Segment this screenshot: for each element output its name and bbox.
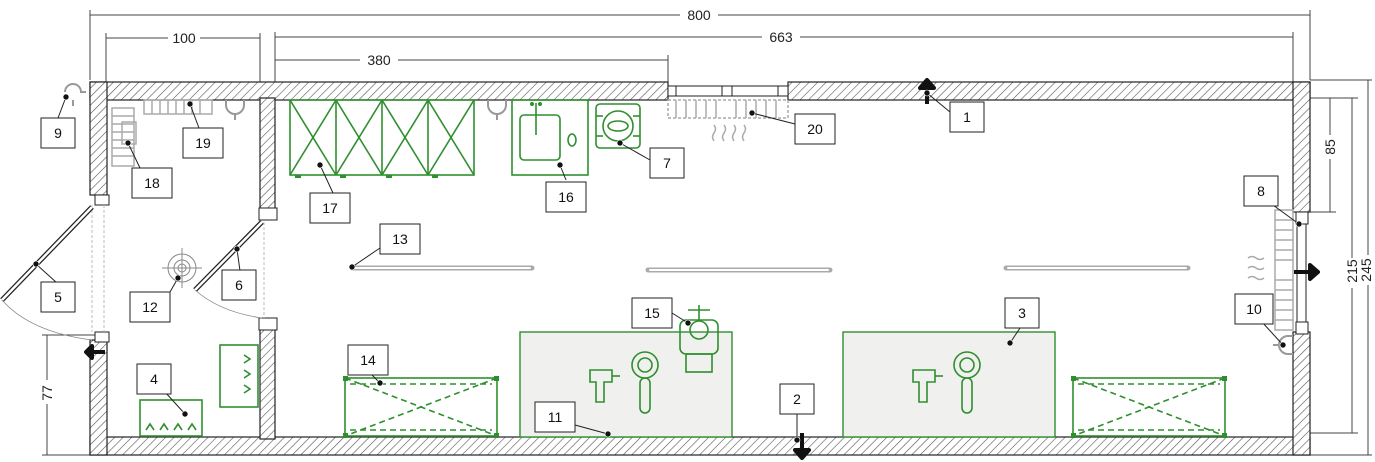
callout-dots xyxy=(32,89,1303,444)
callout-label-7: 7 xyxy=(649,147,685,179)
callout-number: 17 xyxy=(322,200,338,216)
callout-number: 20 xyxy=(807,121,823,137)
callout-number: 16 xyxy=(558,189,574,205)
dim-partition-span: 380 xyxy=(367,52,391,68)
callout-label-15: 15 xyxy=(631,297,673,329)
callout-number: 6 xyxy=(235,277,243,293)
vise-icon xyxy=(679,305,719,373)
drill-icon xyxy=(589,351,981,414)
vestibule-bench xyxy=(139,399,203,437)
dim-right-inner: 215 xyxy=(1344,259,1360,283)
callout-number: 18 xyxy=(144,175,160,191)
callout-label-11: 11 xyxy=(534,401,576,433)
callout-number: 15 xyxy=(644,305,660,321)
callout-number: 4 xyxy=(150,371,158,387)
callout-label-14: 14 xyxy=(347,344,389,376)
callout-label-19: 19 xyxy=(182,127,224,159)
callout-number: 2 xyxy=(793,391,801,407)
dim-inner-length: 663 xyxy=(769,29,793,45)
callout-label-18: 18 xyxy=(131,167,173,199)
callout-number: 5 xyxy=(54,289,62,305)
callout-number: 12 xyxy=(142,299,158,315)
dim-total-length: 800 xyxy=(687,7,711,23)
sink-icon xyxy=(511,99,589,176)
callout-label-1: 1 xyxy=(949,101,985,133)
callout-number: 11 xyxy=(548,409,563,425)
workbench-right xyxy=(842,331,1056,438)
dim-right-outer: 245 xyxy=(1358,258,1374,282)
callout-label-3: 3 xyxy=(1004,297,1040,329)
dimension-lines: 800 100 663 380 85 215 24 xyxy=(38,6,1375,456)
callout-label-20: 20 xyxy=(794,113,836,145)
callout-label-10: 10 xyxy=(1234,293,1274,325)
callout-number: 9 xyxy=(54,125,62,141)
callout-label-5: 5 xyxy=(40,281,76,313)
callout-number: 7 xyxy=(663,155,671,171)
callout-label-17: 17 xyxy=(309,192,351,224)
dim-right-upper: 85 xyxy=(1322,139,1338,155)
stove-icon xyxy=(595,103,641,149)
heater-icon xyxy=(111,99,1294,331)
window-top xyxy=(667,85,789,97)
door-5 xyxy=(0,205,94,341)
callout-number: 8 xyxy=(1257,183,1265,199)
dim-left-lower: 77 xyxy=(39,385,55,401)
dim-vestibule-width: 100 xyxy=(172,30,196,46)
callout-leaders xyxy=(35,92,1300,440)
vestibule-shelf xyxy=(219,344,259,408)
callout-label-2: 2 xyxy=(779,383,815,415)
callout-number: 3 xyxy=(1018,305,1026,321)
door-6 xyxy=(193,220,265,319)
callout-label-12: 12 xyxy=(129,291,171,323)
crate-left xyxy=(343,376,499,438)
callout-label-6: 6 xyxy=(221,269,257,301)
callout-number: 1 xyxy=(963,109,971,125)
door-left-opening xyxy=(91,205,105,332)
shower-drain-icon xyxy=(162,248,202,288)
cabinet-block xyxy=(289,99,475,178)
callout-label-4: 4 xyxy=(136,363,172,395)
callout-number: 10 xyxy=(1246,301,1262,317)
callout-label-8: 8 xyxy=(1243,175,1279,207)
door-arrow-icon xyxy=(84,78,1320,460)
callout-label-9: 9 xyxy=(40,117,76,149)
callout-label-13: 13 xyxy=(379,223,421,255)
callout-number: 14 xyxy=(360,352,376,368)
callout-number: 13 xyxy=(392,231,408,247)
crate-right xyxy=(1071,376,1227,438)
walls xyxy=(89,81,1311,456)
callout-label-16: 16 xyxy=(545,181,587,213)
callout-number: 19 xyxy=(195,135,211,151)
